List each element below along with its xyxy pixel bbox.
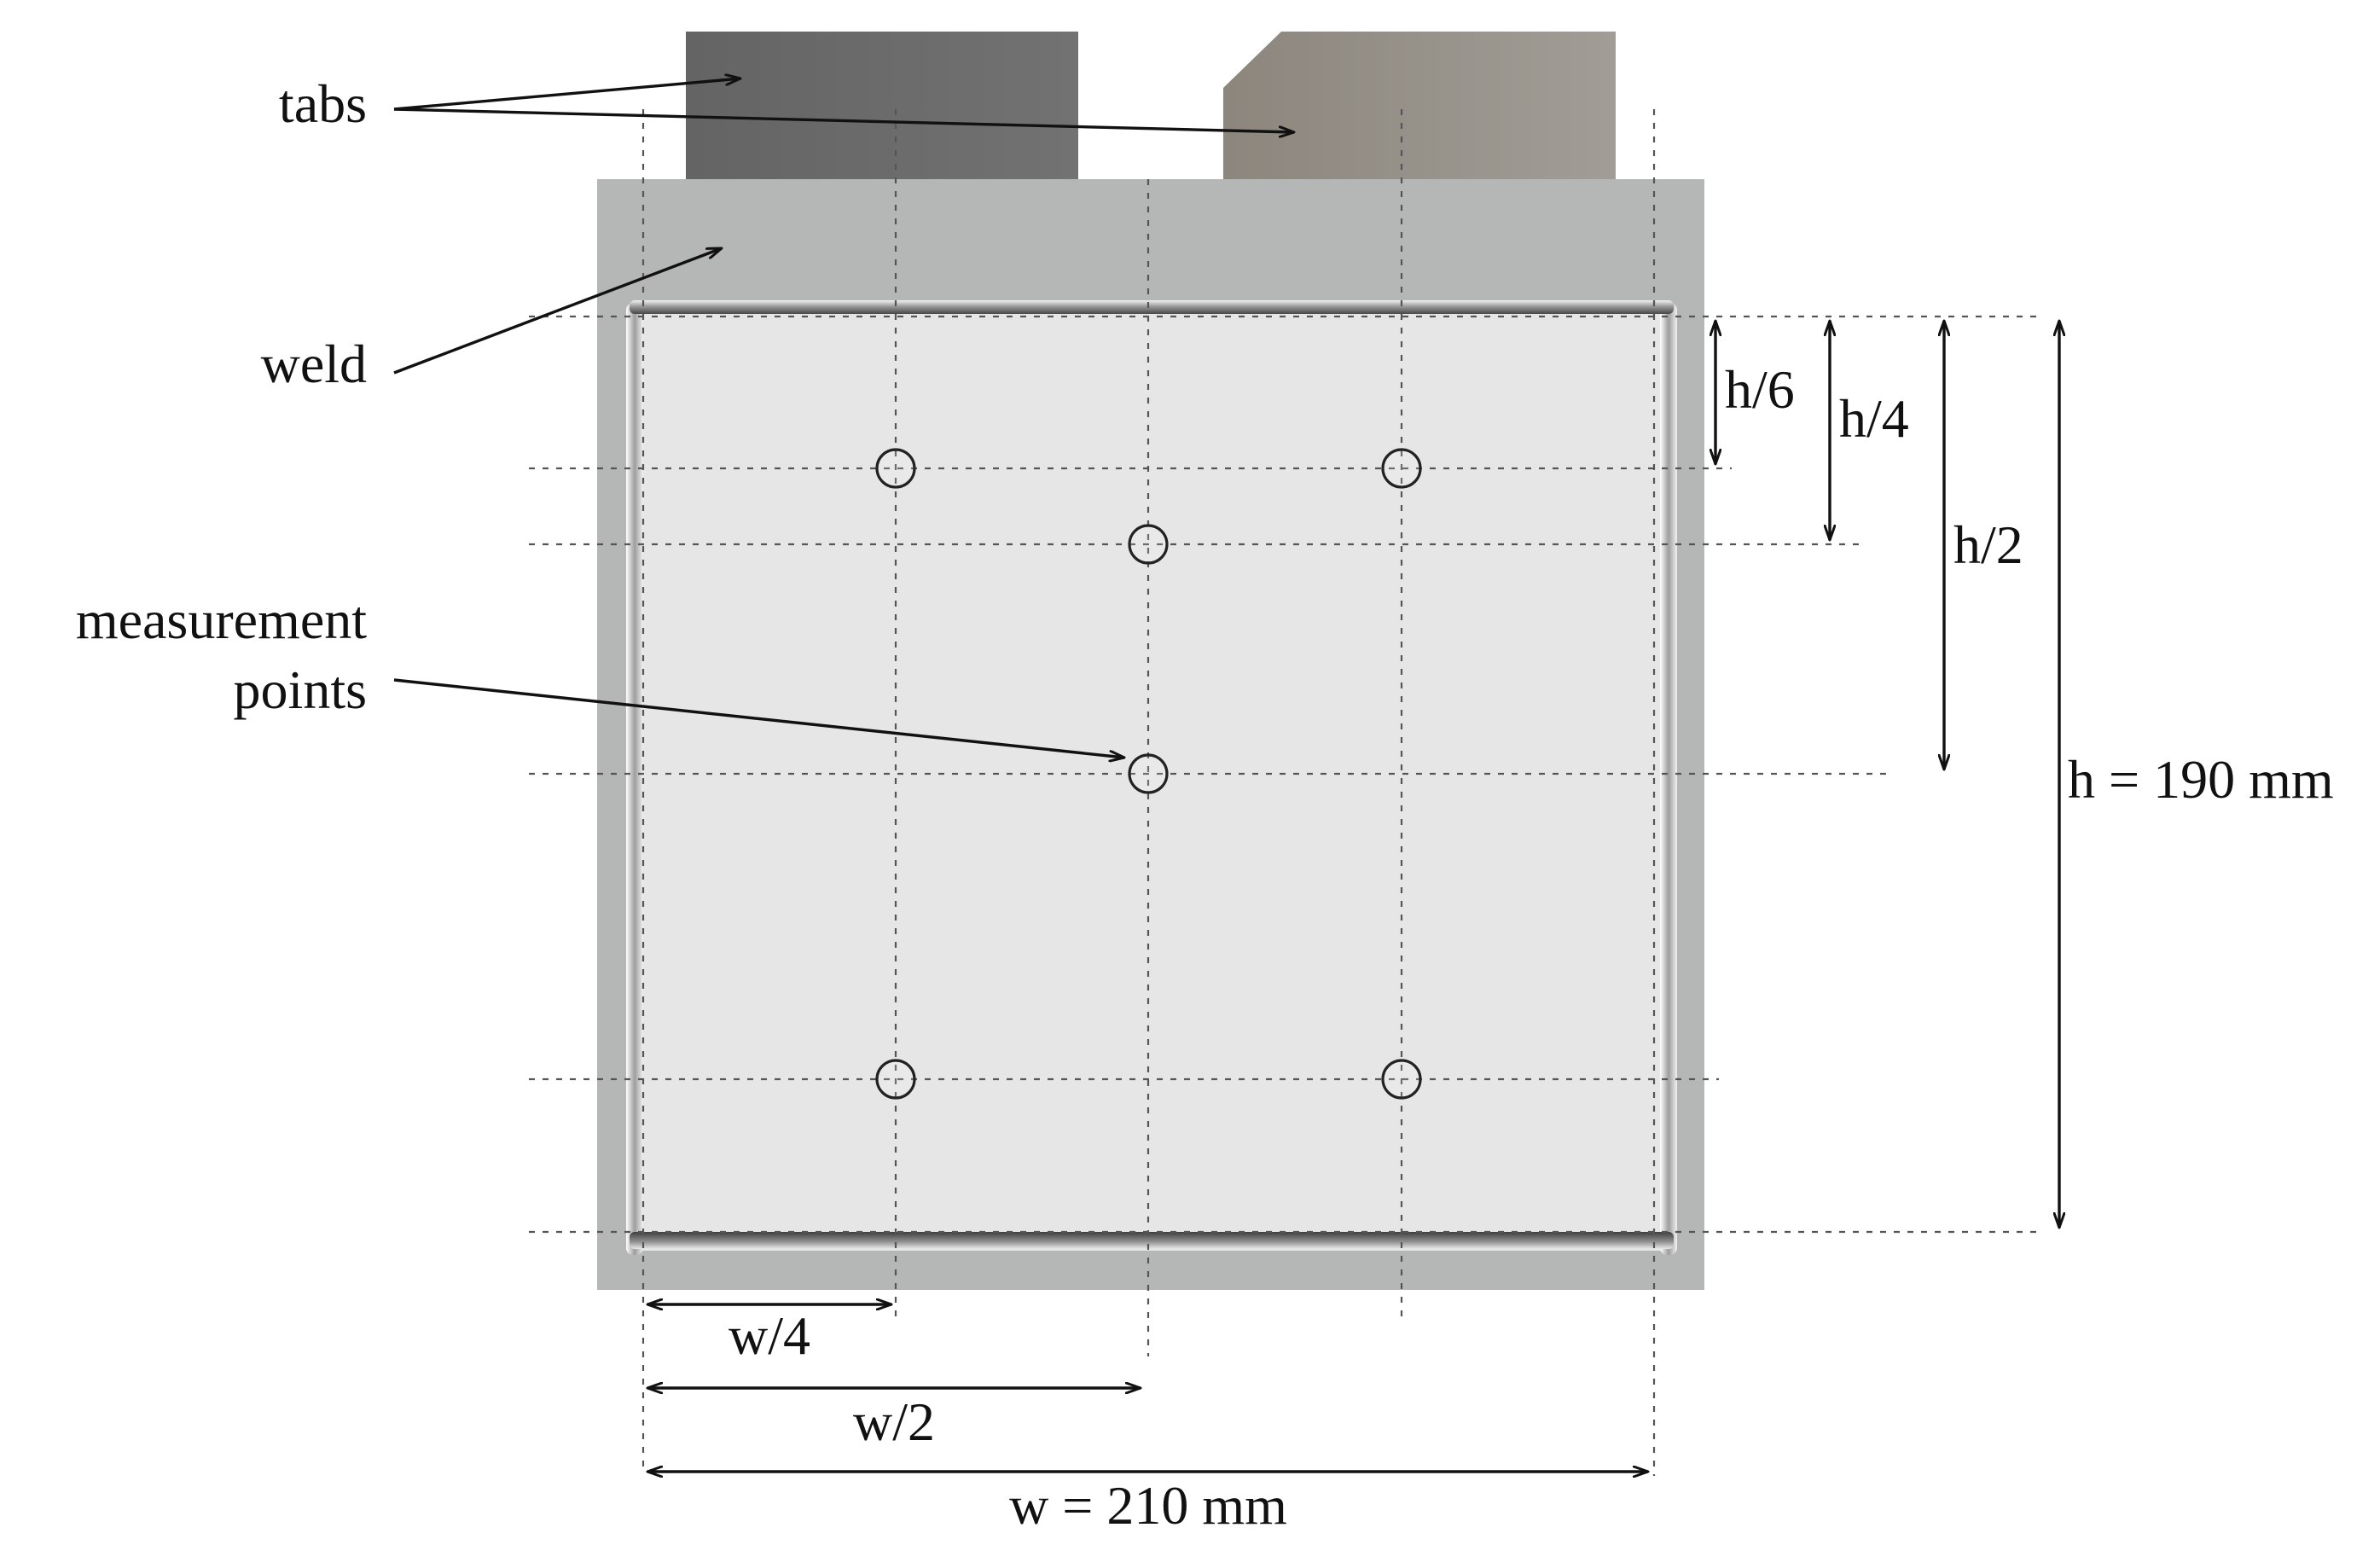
- measurement-point-bottom-left: [875, 1059, 916, 1100]
- cell-rim-left: [626, 303, 643, 1255]
- cell-face: [635, 307, 1674, 1251]
- guide-lines: [529, 109, 2039, 1476]
- tabs-label: tabs: [279, 73, 367, 134]
- dimension-h4-label: h/4: [1839, 388, 1909, 449]
- negative-tab: [686, 32, 1078, 181]
- measurement-points: [875, 448, 1422, 1100]
- dimension-h2-label: h/2: [1953, 514, 2023, 575]
- weld-arrow: [393, 247, 722, 375]
- dimension-w2-label: w/2: [853, 1391, 935, 1452]
- measurement-point-center: [1128, 753, 1169, 794]
- cell-rim-right: [1660, 303, 1677, 1255]
- measurement-points-arrow: [393, 678, 1124, 758]
- measurement-point-bottom-right: [1381, 1059, 1422, 1100]
- dimension-h-total-label: h = 190 mm: [2068, 749, 2334, 810]
- dimension-w4-label: w/4: [729, 1305, 810, 1366]
- leader-arrows: [393, 78, 1294, 758]
- cell-rim-bottom: [630, 1232, 1674, 1249]
- measurement-points-label-line2: points: [234, 659, 367, 720]
- measurement-point-upper-center: [1128, 524, 1169, 565]
- measurement-point-top-right: [1381, 448, 1422, 489]
- tabs-arrow-to-negative-tab: [393, 78, 740, 111]
- weld-label: weld: [261, 334, 367, 394]
- tabs-arrow-to-positive-tab: [393, 107, 1294, 132]
- measurement-point-top-left: [875, 448, 916, 489]
- dimension-w-total-label: w = 210 mm: [1009, 1475, 1287, 1536]
- dimension-lines: [647, 321, 2059, 1472]
- measurement-points-label-line1: measurement: [76, 590, 367, 650]
- dimension-h6-label: h/6: [1725, 359, 1795, 420]
- cell-rim-top: [630, 300, 1674, 314]
- positive-tab: [1223, 32, 1616, 181]
